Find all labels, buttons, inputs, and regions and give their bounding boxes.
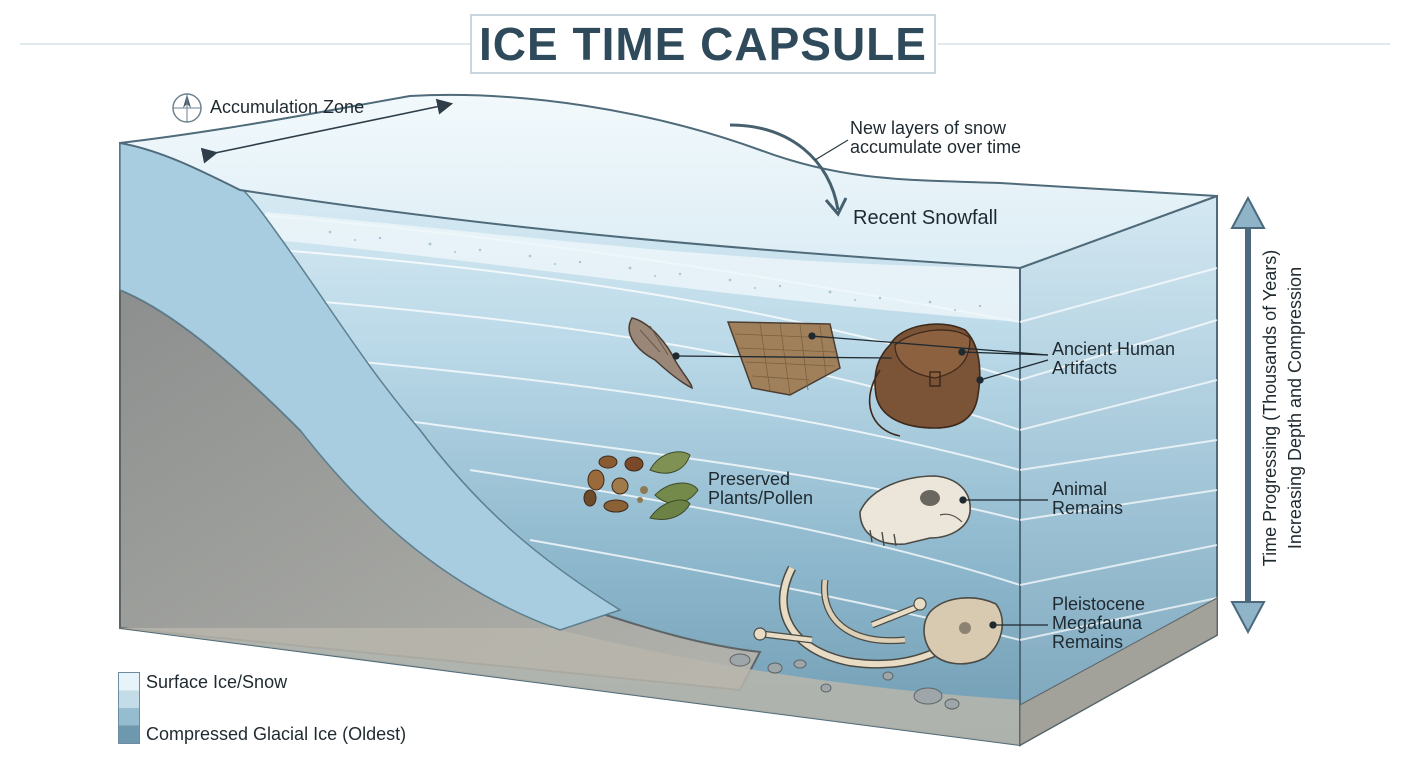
mammoth-remains-icon [753,565,1004,669]
recent-snowfall-label: Recent Snowfall [853,207,998,229]
megafauna-label-line2: Megafauna [1052,613,1143,633]
accumulation-arrow [200,98,454,164]
animal-label-line1: Animal [1052,479,1108,499]
snow-speckles [328,230,982,311]
side-layer-lines [1019,267,1218,641]
new-layers-label-line2: accumulate over time [850,137,1022,157]
legend-compressed-label: Compressed Glacial Ice (Oldest) [146,724,407,744]
plants-label-line1: Preserved [708,469,791,489]
side-rock-band [1019,597,1218,746]
pebbles [729,653,960,710]
new-layers-leader [814,139,849,161]
bedrock-floor [120,628,1020,745]
new-layers-arrowhead-icon [824,197,848,217]
new-layers-arrow [729,123,840,211]
animal-skull-icon [859,475,971,547]
axis-label-line2: Increasing Depth and Compression [1285,266,1305,550]
megafauna-label-line3: Remains [1052,632,1124,652]
plants-label-line2: Plants/Pollen [708,488,814,508]
megafauna-leader-line [989,621,1048,629]
snow-speckle-band [265,212,1020,322]
artifacts-label-line2: Artifacts [1052,358,1118,378]
animal-leader-line [959,496,1048,504]
new-layers-label-line1: New layers of snow [850,118,1007,138]
legend-surface-label: Surface Ice/Snow [146,672,288,692]
spear-point-icon [628,317,693,390]
animal-label-line2: Remains [1052,498,1124,518]
title-box: ICE TIME CAPSULE [470,14,936,74]
time-depth-axis-label: Time Progressing (Thousands of Years) In… [1258,250,1308,567]
artifacts-label-line1: Ancient Human [1052,339,1176,359]
glacier-slope [119,142,622,631]
page-title: ICE TIME CAPSULE [479,18,927,70]
axis-label-line1: Time Progressing (Thousands of Years) [1260,249,1280,567]
leather-bag-icon [868,323,981,437]
plants-pollen-icon [583,451,699,520]
legend-gradient-swatch [118,672,140,744]
megafauna-label-line1: Pleistocene [1052,594,1146,614]
artifacts-leader-lines [672,332,1049,384]
time-depth-arrow [1230,195,1266,635]
accumulation-zone-label: Accumulation Zone [210,97,365,117]
woven-textile-icon [726,321,841,396]
compass-icon [172,93,202,123]
